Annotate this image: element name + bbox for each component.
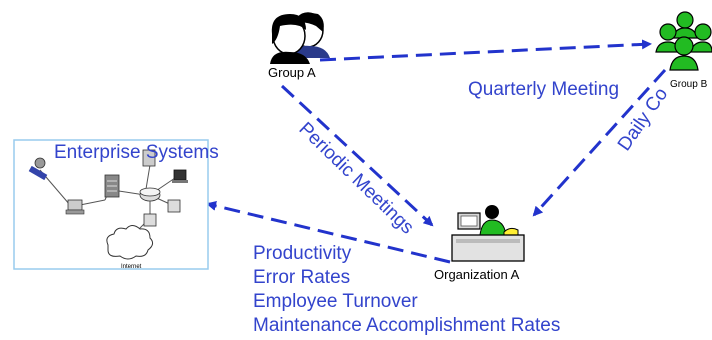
printer-icon bbox=[167, 199, 181, 213]
metric-item: Maintenance Accomplishment Rates bbox=[253, 315, 560, 336]
arrow-group-a-to-organization-a bbox=[280, 84, 434, 227]
organization-a-icon bbox=[451, 205, 525, 262]
computer-icon bbox=[172, 169, 188, 183]
arrow-group-b-to-organization-a bbox=[532, 68, 667, 217]
group-b-label: Group B bbox=[670, 79, 708, 90]
router-icon bbox=[139, 187, 161, 202]
group-b-icon bbox=[655, 11, 712, 71]
server-tower-icon bbox=[142, 149, 156, 167]
arrow-group-a-to-group-b bbox=[319, 39, 652, 62]
metric-item: Employee Turnover bbox=[253, 291, 418, 312]
group-a-label: Group A bbox=[268, 65, 316, 80]
metric-item: Productivity bbox=[253, 243, 352, 264]
workstation-icon bbox=[65, 199, 85, 215]
enterprise-systems-label: Enterprise Systems bbox=[54, 142, 219, 163]
label-quarterly-meeting: Quarterly Meeting bbox=[468, 79, 619, 100]
terminal-icon bbox=[143, 213, 157, 227]
internet-cloud-icon bbox=[106, 225, 154, 260]
metric-item: Error Rates bbox=[253, 267, 350, 288]
label-periodic-meetings: Periodic Meetings bbox=[295, 118, 418, 238]
internet-label: Internet bbox=[121, 264, 142, 270]
server-rack-icon bbox=[104, 174, 120, 198]
satellite-icon bbox=[28, 157, 48, 181]
arrow-organization-a-to-enterprise bbox=[206, 201, 451, 264]
group-a-icon bbox=[270, 12, 330, 64]
organization-a-label: Organization A bbox=[434, 267, 520, 282]
